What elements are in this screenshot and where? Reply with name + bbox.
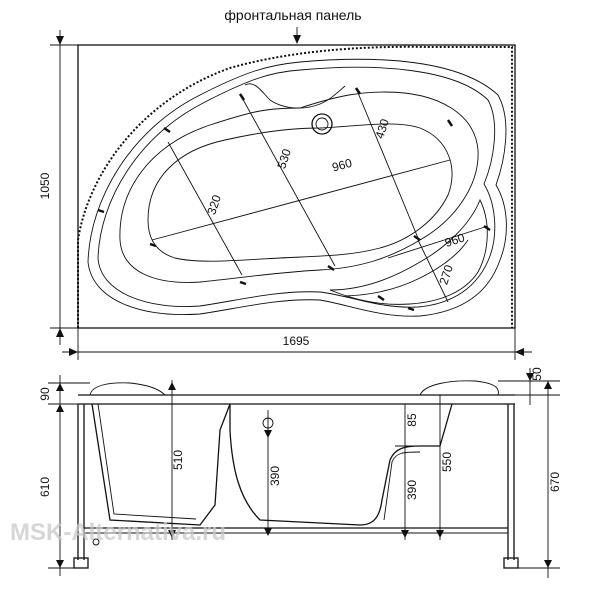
foot-left-icon bbox=[73, 557, 89, 569]
seat-step bbox=[344, 239, 469, 297]
tub-body-left-inner bbox=[97, 403, 197, 520]
dim-bowl-width-left-line bbox=[167, 141, 243, 276]
dim-seat-height-arrow bbox=[401, 530, 409, 538]
headrest-left bbox=[89, 382, 166, 396]
rim-jets bbox=[97, 87, 491, 312]
dim-height-total-arrow-top bbox=[544, 381, 552, 389]
dim-inner-depth-label: 510 bbox=[171, 450, 185, 470]
front-panel-label: фронтальная панель bbox=[224, 7, 361, 23]
drain-inner-icon bbox=[315, 117, 329, 131]
adjust-screw-icon bbox=[92, 538, 100, 546]
bowl-inner bbox=[147, 123, 453, 262]
dim-bowl-width-right-line bbox=[355, 87, 419, 239]
tub-body-left bbox=[91, 403, 231, 526]
dim-bowl-width-right-label: 430 bbox=[372, 117, 392, 141]
front-panel-arrow bbox=[293, 35, 301, 44]
dim-left-arrow-bottom bbox=[56, 560, 64, 568]
front-panel-curve bbox=[77, 45, 513, 328]
dim-bowl-length-line bbox=[151, 159, 451, 241]
drain-arrow-top bbox=[264, 430, 272, 438]
dim-height-total-label: 670 bbox=[548, 472, 562, 492]
side-view: 510 390 85 390 550 90 610 50 670 bbox=[38, 367, 562, 578]
dim-inner-depth-arrow-bottom bbox=[168, 530, 176, 538]
dim-rim-right-arrow bbox=[526, 373, 534, 381]
dim-width-arrow-right bbox=[515, 348, 524, 356]
dim-bowl-width-mid-line bbox=[239, 93, 336, 267]
top-inner-dims bbox=[151, 87, 489, 303]
dim-inner-right-arrow bbox=[436, 530, 444, 538]
bowl-outer bbox=[119, 91, 479, 283]
tub-seat-inner bbox=[383, 451, 421, 521]
watermark: MSK-Alternativa.ru bbox=[10, 519, 226, 546]
dim-bowl-length-label: 960 bbox=[330, 156, 353, 175]
dim-seat-width-label: 270 bbox=[436, 263, 456, 287]
drain-outer-icon bbox=[311, 113, 333, 135]
dim-seat-length-label: 960 bbox=[443, 230, 467, 250]
tub-second-rim bbox=[97, 66, 496, 308]
tub-outer-rim bbox=[87, 58, 507, 317]
drain-arrow-bottom bbox=[264, 528, 272, 536]
dim-bowl-width-mid-label: 530 bbox=[274, 147, 294, 171]
dim-depth-arrow-bottom bbox=[56, 328, 64, 337]
foot-right-icon bbox=[503, 557, 519, 569]
headrest-right bbox=[419, 380, 499, 396]
dim-height-total-arrow-bottom bbox=[544, 560, 552, 568]
dim-rim-right-label: 50 bbox=[530, 367, 544, 381]
top-view: 960 320 530 430 960 270 1050 1695 bbox=[38, 30, 532, 360]
dim-seat-width-line bbox=[417, 239, 449, 303]
dim-left-arrow-top bbox=[56, 383, 64, 391]
dim-height-left-label: 610 bbox=[38, 477, 52, 497]
dim-seat-length-line bbox=[387, 225, 489, 259]
dim-inner-right-label: 550 bbox=[440, 452, 454, 472]
dim-inner-depth-arrow-top bbox=[168, 382, 176, 390]
dim-bowl-width-left-label: 320 bbox=[204, 193, 224, 217]
dim-depth-label: 1050 bbox=[38, 172, 52, 199]
dim-width-label: 1695 bbox=[283, 334, 310, 348]
dim-rim-left-label: 90 bbox=[38, 387, 52, 401]
headrest-notch bbox=[244, 83, 346, 109]
dim-left-arrow-mid bbox=[56, 404, 64, 412]
seat-area bbox=[329, 198, 488, 305]
dim-overflow-offset-label: 85 bbox=[405, 413, 419, 427]
top-outline bbox=[77, 44, 516, 329]
dim-width-arrow-left bbox=[69, 348, 78, 356]
dim-depth-arrow-top bbox=[56, 36, 64, 45]
dim-seat-height-label: 390 bbox=[405, 480, 419, 500]
dim-drain-height-label: 390 bbox=[268, 466, 282, 486]
overflow-icon bbox=[262, 417, 274, 429]
